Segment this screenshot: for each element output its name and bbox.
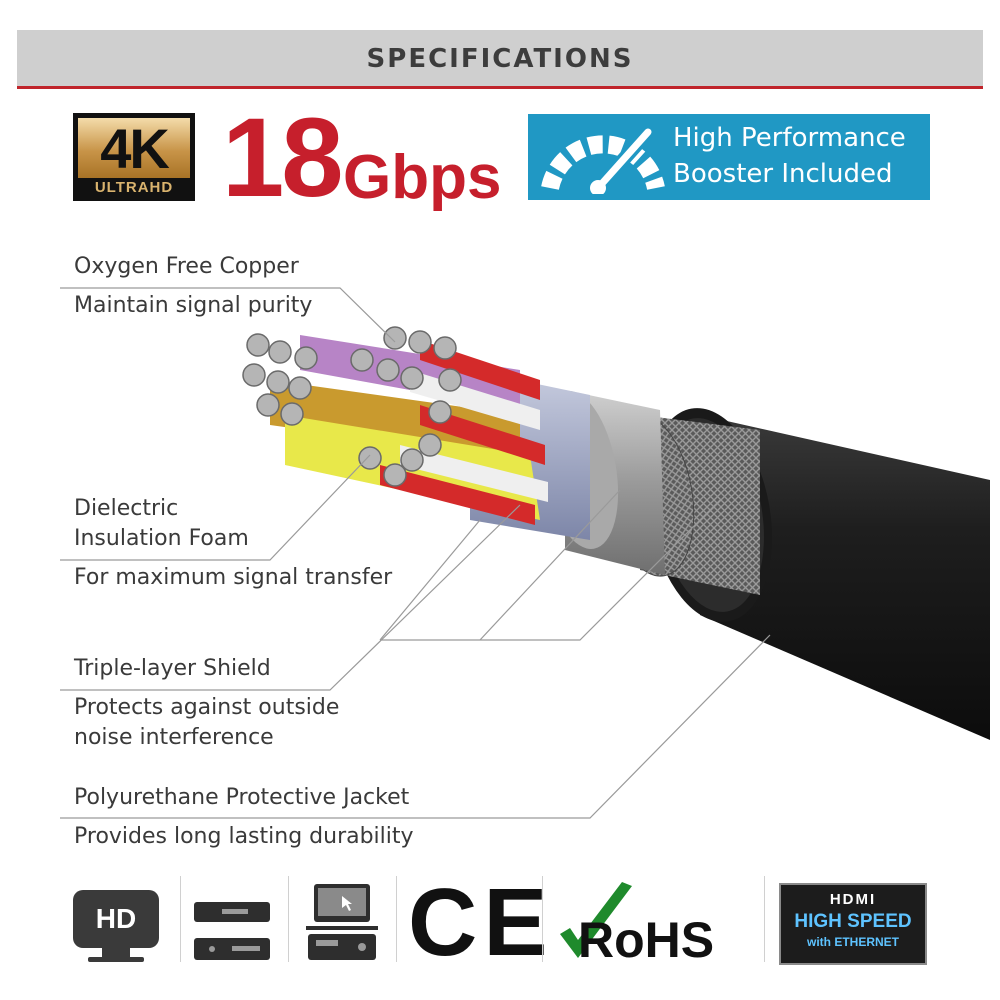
speedometer-icon: [541, 125, 665, 194]
callout-lines: [60, 287, 771, 819]
ultrahd-label: ULTRAHD: [94, 179, 174, 196]
dielectric-title-line2: Insulation Foam: [74, 526, 249, 551]
copper-desc: Maintain signal purity: [74, 293, 313, 318]
4k-ultrahd-badge: 4K ULTRAHD: [73, 113, 195, 201]
booster-line-1: High Performance: [673, 123, 906, 153]
4k-badge-gold-panel: 4K: [78, 117, 190, 180]
shield-title: Triple-layer Shield: [74, 656, 271, 681]
dielectric-title-line1: Dielectric: [74, 496, 179, 521]
icon-separator: [542, 876, 543, 962]
shield-desc-line2: noise interference: [74, 725, 274, 750]
4k-label: 4K: [100, 117, 170, 180]
icon-separator: [180, 876, 181, 962]
hd-label: HD: [95, 903, 137, 934]
hd-monitor-base: [88, 957, 144, 962]
hd-monitor-icon: [73, 890, 159, 948]
hdmi-logo-icon: HDMI HIGH SPEED with ETHERNET: [779, 883, 927, 965]
hdmi-ethernet-label: with ETHERNET: [807, 935, 899, 949]
hdmi-cable-illustration: [60, 287, 990, 819]
shield-desc-line1: Protects against outside: [74, 695, 340, 720]
copper-title: Oxygen Free Copper: [74, 254, 299, 279]
ce-mark-icon: CE: [408, 869, 554, 976]
icon-separator: [396, 876, 397, 962]
rohs-label: RoHS: [578, 912, 715, 968]
booster-line-2: Booster Included: [673, 159, 893, 189]
jacket-desc: Provides long lasting durability: [74, 824, 414, 849]
speed-number: 18: [222, 95, 344, 220]
hd-monitor-stand: [102, 948, 130, 958]
conductor-tips: [242, 326, 462, 487]
rohs-checkmark-icon: [560, 882, 632, 958]
hdmi-label: HDMI: [829, 891, 877, 908]
icon-separator: [288, 876, 289, 962]
booster-badge: High Performance Booster Included: [528, 114, 930, 200]
hdmi-high-speed-label: HIGH SPEED: [794, 911, 912, 932]
speed-unit: Gbps: [343, 143, 502, 212]
dielectric-desc: For maximum signal transfer: [74, 565, 393, 590]
computer-icon: [306, 884, 378, 960]
specifications-header: SPECIFICATIONS: [17, 30, 983, 89]
header-title: SPECIFICATIONS: [366, 44, 634, 74]
icon-separator: [764, 876, 765, 962]
jacket-title: Polyurethane Protective Jacket: [74, 785, 410, 810]
media-player-icon: [194, 902, 270, 960]
